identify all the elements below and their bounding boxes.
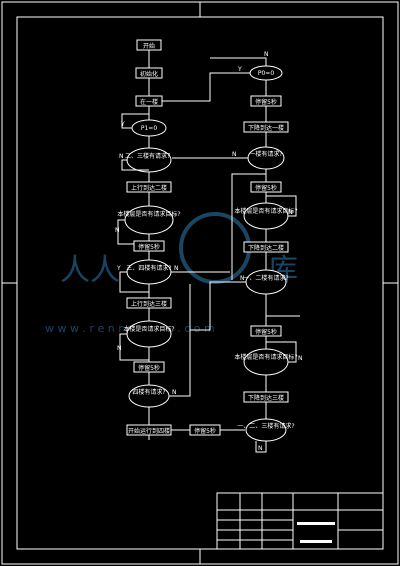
node-down-to-two-text: 下降到达二楼 [248, 244, 284, 252]
svg-text:N: N [174, 265, 179, 272]
svg-text:N: N [288, 209, 293, 216]
node-up-to-three [126, 297, 172, 309]
node-floor-one-text: 在一楼 [140, 98, 158, 106]
svg-text:Y: Y [120, 121, 125, 128]
node-q-floor23-text: 二、三楼有请求？ [125, 152, 173, 160]
svg-text:N: N [298, 355, 303, 362]
svg-text:N: N [119, 153, 124, 160]
node-q-this-floor-text: 本楼层是否有请求目标? [117, 210, 180, 218]
node-q-this-floor4 [243, 202, 289, 230]
node-q-floor12-text: 一、二、三楼有请求? [237, 422, 294, 430]
node-q-this-floor2 [126, 320, 172, 348]
node-down-to-one [243, 121, 289, 133]
node-open-fourth-text: 开始运行到四楼 [128, 427, 170, 435]
node-stop-two-text: 停留5秒 [138, 243, 160, 251]
node-init [135, 67, 163, 79]
node-down-to-two [243, 241, 289, 253]
node-q-this-floor2-text: 本楼是否请求目标? [123, 325, 174, 333]
node-stop-down3-text: 停留5秒 [255, 328, 277, 336]
title-block [216, 492, 384, 550]
svg-text:N: N [117, 345, 122, 352]
node-q-floor1-text: 一楼有请求? [249, 150, 282, 158]
node-p0-text: P0=0 [258, 70, 274, 77]
node-init-text: 初始化 [140, 70, 158, 78]
watermark-text-left: 人人 [60, 253, 120, 288]
node-stop-one [250, 95, 282, 107]
node-start [136, 39, 162, 51]
node-stop-down2 [250, 181, 282, 193]
node-stop-two [133, 240, 165, 252]
node-down-to-one-text: 下降到达一楼 [248, 124, 284, 132]
node-q-this-floor4-text: 本楼层是否有请求目标? [234, 207, 297, 215]
node-up-to-three-text: 上行到达三楼 [131, 300, 167, 308]
svg-text:N: N [240, 275, 245, 282]
node-up-to-two-text: 上行到达二楼 [131, 184, 167, 192]
node-q-this-floor3-text: 本楼层是否有请求目标? [234, 353, 297, 361]
node-p1-text: P1=0 [141, 125, 157, 132]
node-stop-three [133, 361, 165, 373]
svg-text:N: N [115, 227, 120, 234]
node-stop-three-text: 停留5秒 [138, 364, 160, 372]
node-start-text: 开始 [143, 42, 155, 50]
svg-text:N: N [232, 151, 237, 158]
svg-text:N: N [172, 389, 177, 396]
node-down-to-three-text: 下降到达三楼 [248, 394, 284, 402]
node-stop-down3 [250, 325, 282, 337]
node-up-to-two [126, 181, 172, 193]
svg-text:Y: Y [116, 265, 121, 272]
node-q-floor12b-text: 一、二楼有请求? [243, 274, 288, 282]
svg-text:Y: Y [237, 66, 242, 73]
node-q-four-text: 四楼有请求? [132, 388, 165, 396]
svg-text:N: N [264, 51, 269, 58]
node-q-three-text: 三、四楼有请求? [126, 264, 171, 272]
node-q-floor23 [126, 147, 172, 173]
node-stop-down2-text: 停留5秒 [255, 184, 277, 192]
svg-text:N: N [258, 445, 263, 452]
node-down-to-three [243, 391, 289, 403]
node-q-this-floor3 [243, 348, 289, 376]
node-stop-one-text: 停留5秒 [255, 98, 277, 106]
node-q-three [126, 259, 172, 285]
node-stop-four-text: 停留5秒 [194, 427, 216, 435]
node-q-floor12b [245, 269, 287, 295]
